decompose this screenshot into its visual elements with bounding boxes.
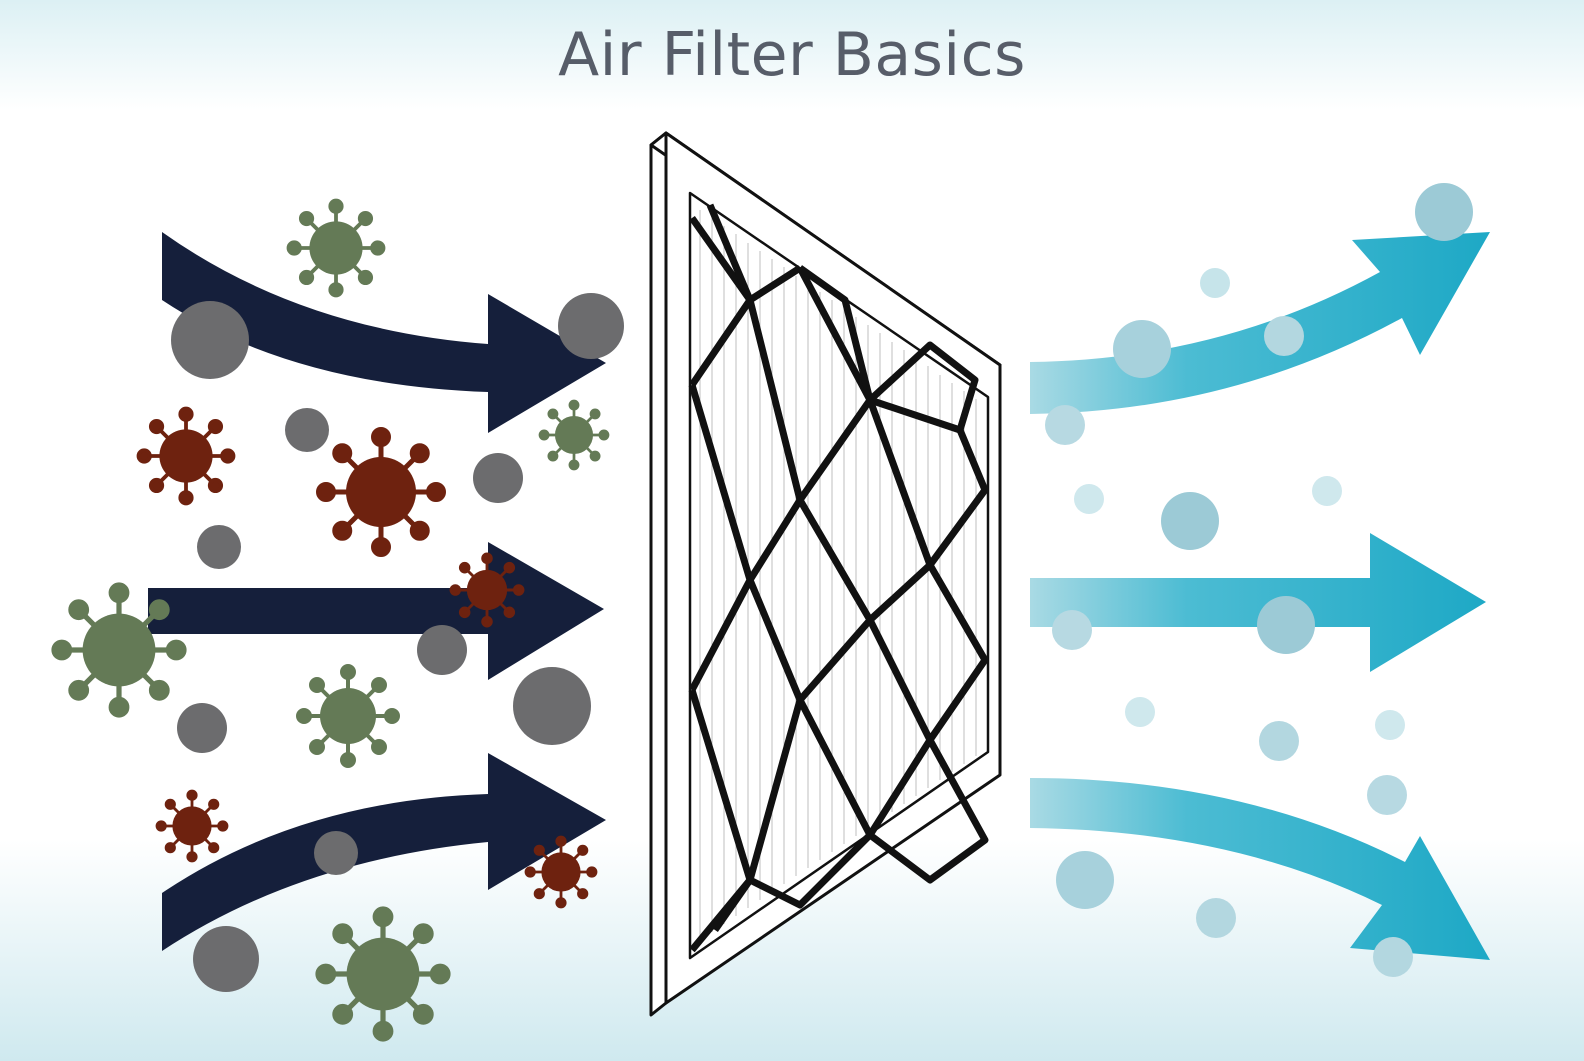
clean-air-bubble-icon bbox=[1200, 268, 1230, 298]
filter-pleats bbox=[699, 210, 977, 940]
dust-particle-icon bbox=[417, 625, 467, 675]
filter-support-grid bbox=[688, 203, 989, 953]
clean-air-bubble-icon bbox=[1052, 610, 1092, 650]
clean-air-bubble-icon bbox=[1161, 492, 1219, 550]
virus-icon bbox=[136, 406, 236, 506]
virus-icon bbox=[54, 585, 184, 715]
clean-air-arrows bbox=[1030, 232, 1490, 960]
clean-air-bubbles bbox=[1045, 183, 1473, 977]
clean-air-bubble-icon bbox=[1264, 316, 1304, 356]
dust-particle-icon bbox=[197, 525, 241, 569]
clean-air-bubble-icon bbox=[1415, 183, 1473, 241]
clean-air-bubble-icon bbox=[1259, 721, 1299, 761]
virus-icon bbox=[286, 198, 386, 298]
clean-air-bubble-icon bbox=[1196, 898, 1236, 938]
clean-air-bubble-icon bbox=[1375, 710, 1405, 740]
clean-air-bubble-icon bbox=[1367, 775, 1407, 815]
dirty-air-arrow-bottom bbox=[162, 753, 606, 951]
diagram-title: Air Filter Basics bbox=[558, 20, 1026, 90]
clean-air-arrow-top bbox=[1030, 232, 1490, 414]
dust-particle-icon bbox=[171, 301, 249, 379]
clean-air-bubble-icon bbox=[1045, 405, 1085, 445]
virus-icon bbox=[319, 430, 444, 555]
dust-particle-icon bbox=[285, 408, 329, 452]
clean-air-bubble-icon bbox=[1056, 851, 1114, 909]
dust-particles bbox=[171, 293, 624, 992]
virus-icon bbox=[524, 835, 598, 909]
clean-air-arrow-bottom bbox=[1030, 778, 1490, 960]
virus-icon bbox=[538, 399, 610, 471]
dust-particle-icon bbox=[177, 703, 227, 753]
dust-particle-icon bbox=[513, 667, 591, 745]
clean-air-bubble-icon bbox=[1373, 937, 1413, 977]
clean-air-bubble-icon bbox=[1074, 484, 1104, 514]
dust-particle-icon bbox=[558, 293, 624, 359]
clean-air-bubble-icon bbox=[1312, 476, 1342, 506]
virus-icon bbox=[449, 552, 525, 628]
filter-frame-side bbox=[649, 131, 668, 1017]
virus-icon bbox=[155, 789, 229, 863]
dust-particle-icon bbox=[314, 831, 358, 875]
air-filter bbox=[649, 131, 1002, 1017]
dust-particle-icon bbox=[193, 926, 259, 992]
clean-air-bubble-icon bbox=[1113, 320, 1171, 378]
clean-air-arrow-middle bbox=[1030, 533, 1486, 672]
virus-icon bbox=[296, 664, 400, 768]
dirty-air-arrow-top bbox=[162, 232, 606, 433]
virus-icon bbox=[318, 909, 448, 1039]
dust-particle-icon bbox=[473, 453, 523, 503]
filter-media bbox=[688, 191, 990, 960]
clean-air-bubble-icon bbox=[1257, 596, 1315, 654]
clean-air-bubble-icon bbox=[1125, 697, 1155, 727]
